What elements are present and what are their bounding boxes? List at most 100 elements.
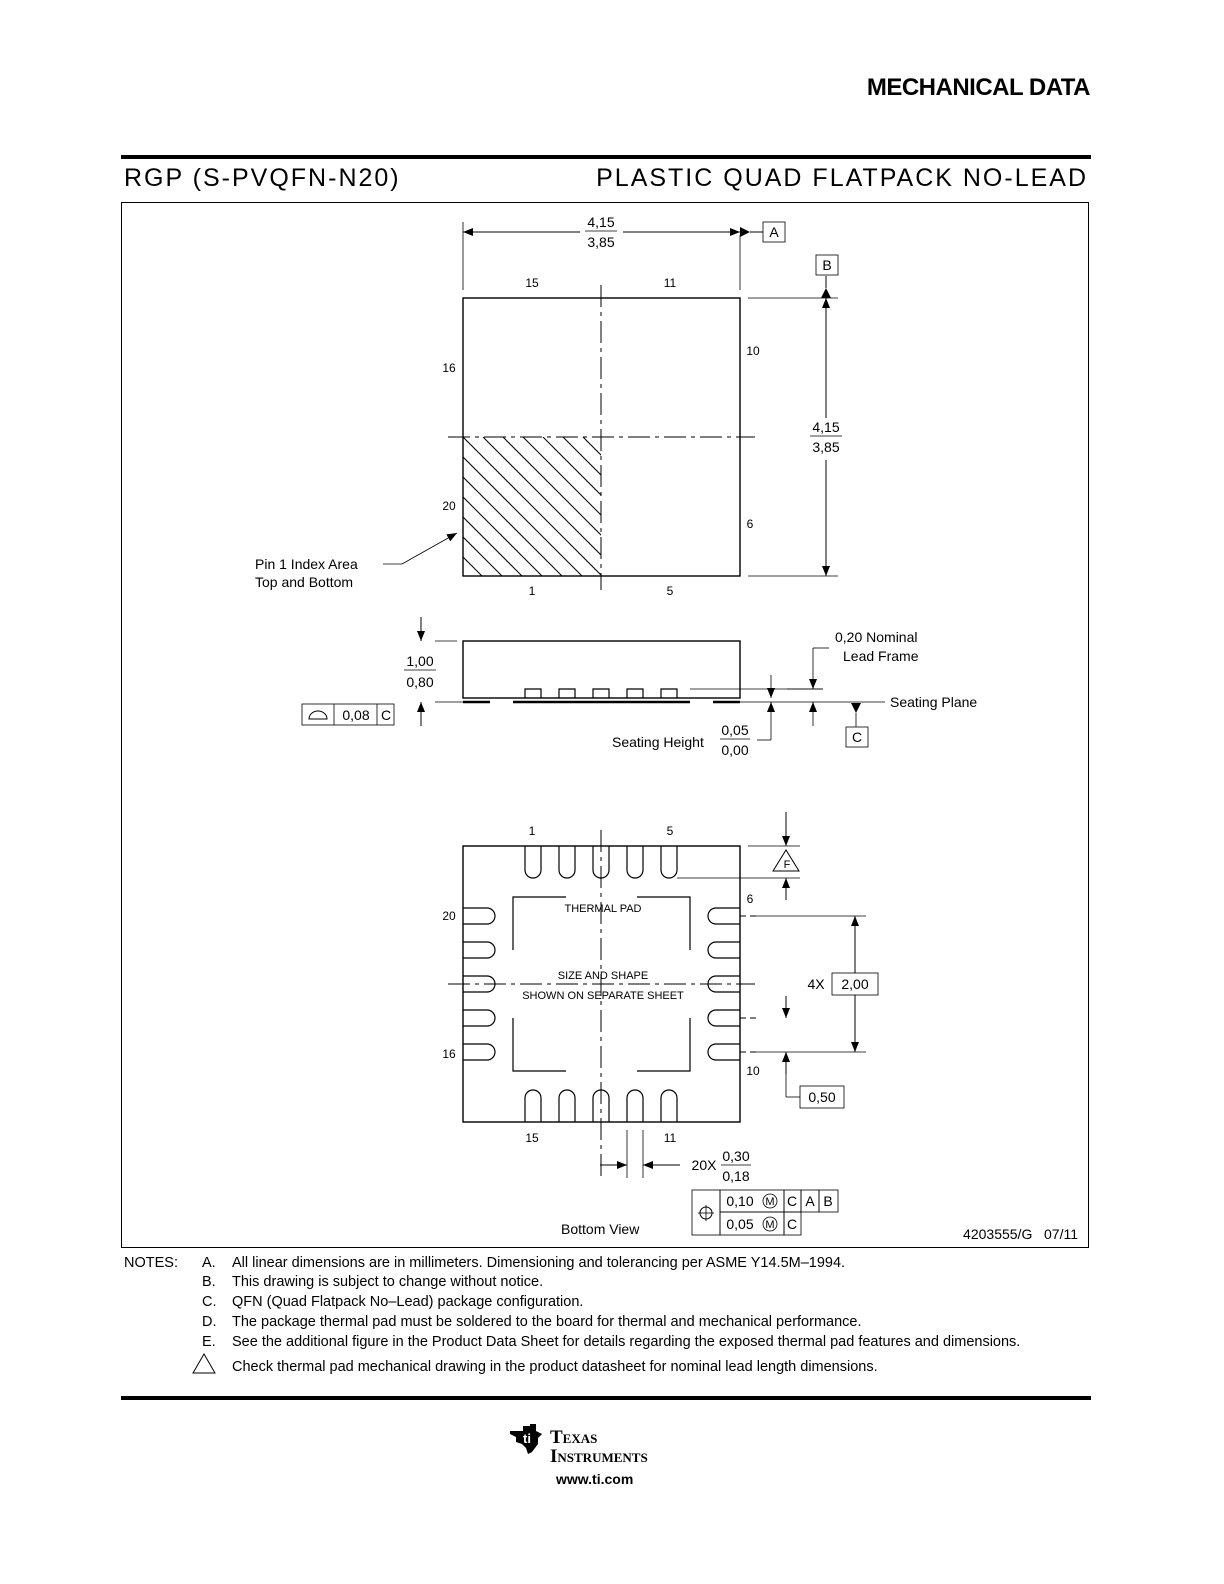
top-pin-16: 16 — [442, 361, 456, 375]
side-body — [462, 640, 741, 699]
note-c: C. QFN (Quad Flatpack No–Lead) package co… — [202, 1292, 583, 1312]
width-min: 3,85 — [587, 234, 614, 250]
lead-frame-line1: 0,20 Nominal — [835, 629, 918, 645]
seating-max: 0,05 — [721, 722, 748, 738]
flatness-datum: C — [381, 707, 391, 723]
bottom-leads-left — [463, 907, 496, 1061]
pitch-span: 2,00 — [841, 976, 868, 992]
note-text: QFN (Quad Flatpack No–Lead) package conf… — [232, 1294, 584, 1310]
svg-text:ti: ti — [523, 1431, 531, 1446]
bottom-rule — [121, 1396, 1091, 1400]
note-f-triangle — [772, 849, 800, 872]
note-text: Check thermal pad mechanical drawing in … — [232, 1359, 878, 1375]
lead-width-max: 0,30 — [722, 1148, 749, 1164]
top-pin-1: 1 — [529, 584, 536, 598]
side-leads — [524, 688, 678, 698]
top-pin-11: 11 — [664, 276, 677, 290]
note-letter: C. — [202, 1294, 217, 1310]
bottom-pin-16: 16 — [442, 1047, 456, 1061]
note-text: See the additional figure in the Product… — [232, 1334, 1021, 1350]
top-pin-15: 15 — [525, 276, 539, 290]
pitch-box — [799, 1085, 845, 1109]
pitch-value: 0,50 — [808, 1089, 835, 1105]
package-code: RGP (S-PVQFN-N20) — [124, 164, 401, 192]
note-b: B. This drawing is subject to change with… — [202, 1272, 543, 1292]
top-view: A 4,15 3,85 B 4,15 3,85 15 11 16 10 20 6… — [255, 214, 842, 598]
profile-of-surface-icon — [308, 710, 328, 720]
tolerance-1-modifier: M — [765, 1196, 774, 1208]
tolerance-1: 0,10 — [726, 1193, 753, 1209]
pin1-index-hatch — [463, 437, 601, 576]
size-note-line1: SIZE AND SHAPE — [558, 970, 648, 982]
tolerance-1-datum-c: C — [787, 1193, 797, 1209]
bottom-pin-11: 11 — [664, 1131, 677, 1145]
bottom-pin-6: 6 — [747, 892, 754, 906]
seating-plane-label: Seating Plane — [890, 694, 977, 710]
note-letter: D. — [202, 1314, 217, 1330]
lead-width-min: 0,18 — [722, 1168, 749, 1184]
lead-count: 20X — [692, 1157, 718, 1173]
height-max: 4,15 — [812, 419, 839, 435]
datum-a-label: A — [769, 224, 779, 240]
flatness-value: 0,08 — [342, 707, 369, 723]
page-section-title: MECHANICAL DATA — [866, 74, 1091, 101]
note-letter: A. — [202, 1255, 216, 1271]
tolerance-2-datum: C — [787, 1216, 797, 1232]
position-tolerance-frame: 0,10 M C A B 0,05 M C — [691, 1189, 839, 1236]
datum-c-box — [845, 726, 869, 748]
pitch-span-box — [831, 972, 879, 996]
drawing-number: 4203555/G 07/11 — [963, 1226, 1078, 1242]
ti-brand-line2: Instruments — [550, 1446, 648, 1467]
datum-b-label: B — [822, 257, 831, 273]
tolerance-1-datum-a: A — [805, 1193, 815, 1209]
tolerance-2-modifier: M — [765, 1219, 774, 1231]
bottom-view-caption: Bottom View — [561, 1221, 640, 1237]
note-f-label: F — [784, 859, 791, 871]
top-pin-20: 20 — [442, 499, 456, 513]
lead-frame-line2: Lead Frame — [843, 648, 919, 664]
note-text: This drawing is subject to change withou… — [232, 1274, 544, 1290]
flatness-frame — [301, 703, 395, 726]
seating-height-label: Seating Height — [612, 734, 704, 750]
datum-c-label: C — [852, 729, 862, 745]
bottom-pin-15: 15 — [525, 1131, 539, 1145]
bottom-pin-20: 20 — [442, 909, 456, 923]
note-a: A.All linear dimensions are in millimete… — [202, 1253, 845, 1273]
note-f: FCheck thermal pad mechanical drawing in… — [202, 1357, 878, 1377]
footer-url[interactable]: www.ti.com — [556, 1471, 634, 1487]
pitch-count: 4X — [807, 976, 825, 992]
datum-a-box — [762, 221, 786, 243]
ti-brand-line1: Texas — [550, 1427, 598, 1448]
bottom-view: THERMAL PAD SIZE AND SHAPE SHOWN ON SEPA… — [442, 812, 879, 1237]
tolerance-1-datum-b: B — [823, 1193, 832, 1209]
top-pin-5: 5 — [667, 584, 674, 598]
note-e: E. See the additional figure in the Produ… — [202, 1332, 1020, 1352]
note-text: The package thermal pad must be soldered… — [232, 1314, 862, 1330]
bottom-pin-1: 1 — [529, 824, 536, 838]
thickness-max: 1,00 — [406, 653, 433, 669]
package-description: PLASTIC QUAD FLATPACK NO-LEAD — [596, 164, 1088, 192]
seating-min: 0,00 — [721, 742, 748, 758]
notes-label: NOTES: — [124, 1255, 178, 1271]
top-pin-6: 6 — [747, 517, 754, 531]
bottom-pin-10: 10 — [746, 1064, 760, 1078]
ti-logo-icon: ti — [510, 1424, 542, 1454]
bottom-pin-5: 5 — [667, 824, 674, 838]
top-rule — [121, 155, 1091, 159]
side-view: 1,00 0,80 0,08 C 0,20 Nominal Lead Frame… — [301, 617, 977, 758]
width-max: 4,15 — [587, 214, 614, 230]
thickness-min: 0,80 — [406, 674, 433, 690]
notes-f-triangle-icon — [192, 1353, 216, 1374]
note-letter: B. — [202, 1274, 216, 1290]
pin1-note-line2: Top and Bottom — [255, 574, 353, 590]
thermal-pad-corners — [512, 896, 691, 1072]
note-letter: E. — [202, 1334, 216, 1350]
tolerance-2: 0,05 — [726, 1216, 753, 1232]
ti-brand: Texas Instruments — [550, 1428, 648, 1466]
thermal-pad-label: THERMAL PAD — [564, 903, 641, 915]
note-d: D. The package thermal pad must be solder… — [202, 1312, 862, 1332]
top-pin-10: 10 — [746, 344, 760, 358]
drawing-frame — [121, 202, 1089, 1248]
datum-b-box — [815, 254, 839, 276]
